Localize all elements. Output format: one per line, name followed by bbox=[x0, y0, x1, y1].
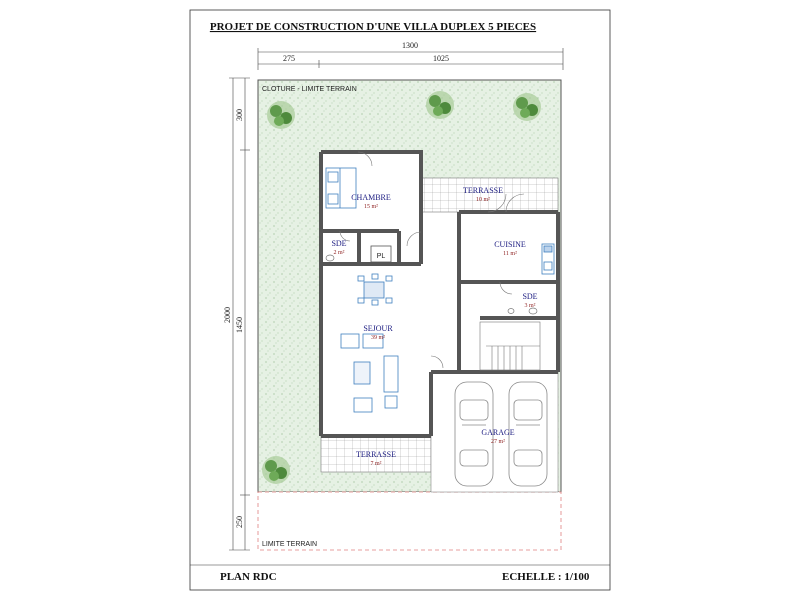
room-sejour-area: 39 m² bbox=[371, 335, 385, 341]
walls bbox=[319, 150, 560, 438]
dim-width-right: 1025 bbox=[433, 54, 449, 63]
limit-label: LIMITE TERRAIN bbox=[262, 541, 317, 548]
tree-icon bbox=[513, 93, 541, 121]
tree-icon bbox=[262, 456, 290, 484]
kitchen-counter-icon bbox=[541, 243, 555, 275]
fence-label: CLOTURE - LIMITE TERRAIN bbox=[262, 86, 357, 93]
closet bbox=[370, 245, 392, 263]
closet-label: PL bbox=[377, 253, 386, 260]
room-sde-right-area: 3 m² bbox=[525, 303, 536, 309]
room-cuisine-name: CUISINE bbox=[494, 240, 526, 249]
room-terrasse-top-name: TERRASSE bbox=[463, 186, 503, 195]
dim-height-middle: 1450 bbox=[235, 317, 244, 333]
scale-label: ECHELLE : 1/100 bbox=[502, 571, 590, 583]
dim-total-width: 1300 bbox=[402, 41, 418, 50]
dim-height-total: 2000 bbox=[223, 307, 232, 323]
room-sde-left-area: 2 m² bbox=[334, 250, 345, 256]
dim-width-left: 275 bbox=[283, 54, 295, 63]
room-garage-area: 27 m² bbox=[491, 439, 505, 445]
room-garage-name: GARAGE bbox=[481, 428, 514, 437]
room-sejour-name: SEJOUR bbox=[363, 324, 393, 333]
doors bbox=[339, 151, 525, 369]
room-terrasse-bottom-area: 7 m² bbox=[371, 461, 382, 467]
sofa-icon bbox=[340, 333, 399, 413]
room-sde-left-name: SDE bbox=[331, 239, 346, 248]
top-dimensions bbox=[257, 48, 564, 70]
room-chambre-area: 15 m² bbox=[364, 204, 378, 210]
dining-table-icon bbox=[357, 273, 393, 306]
toilet-icon bbox=[325, 254, 538, 315]
plan-label: PLAN RDC bbox=[220, 571, 277, 583]
plan-title: PROJET DE CONSTRUCTION D'UNE VILLA DUPLE… bbox=[210, 21, 536, 33]
car-icon bbox=[508, 381, 548, 487]
car-icon bbox=[454, 381, 494, 487]
tree-icon bbox=[426, 91, 454, 119]
dim-height-top: 300 bbox=[235, 109, 244, 121]
left-dimensions bbox=[229, 77, 250, 551]
terrasse-top-area bbox=[420, 177, 559, 213]
garage-area bbox=[430, 371, 559, 493]
room-terrasse-bottom-name: TERRASSE bbox=[356, 450, 396, 459]
house-floor bbox=[321, 152, 558, 436]
room-cuisine-area: 11 m² bbox=[503, 251, 517, 257]
room-terrasse-top-area: 10 m² bbox=[476, 197, 490, 203]
staircase bbox=[479, 321, 541, 371]
bed-icon bbox=[325, 167, 357, 209]
dim-height-bottom: 250 bbox=[235, 516, 244, 528]
room-chambre-name: CHAMBRE bbox=[351, 193, 391, 202]
limit-strip bbox=[257, 491, 562, 551]
room-sde-right-name: SDE bbox=[522, 292, 537, 301]
tree-icon bbox=[267, 101, 295, 129]
